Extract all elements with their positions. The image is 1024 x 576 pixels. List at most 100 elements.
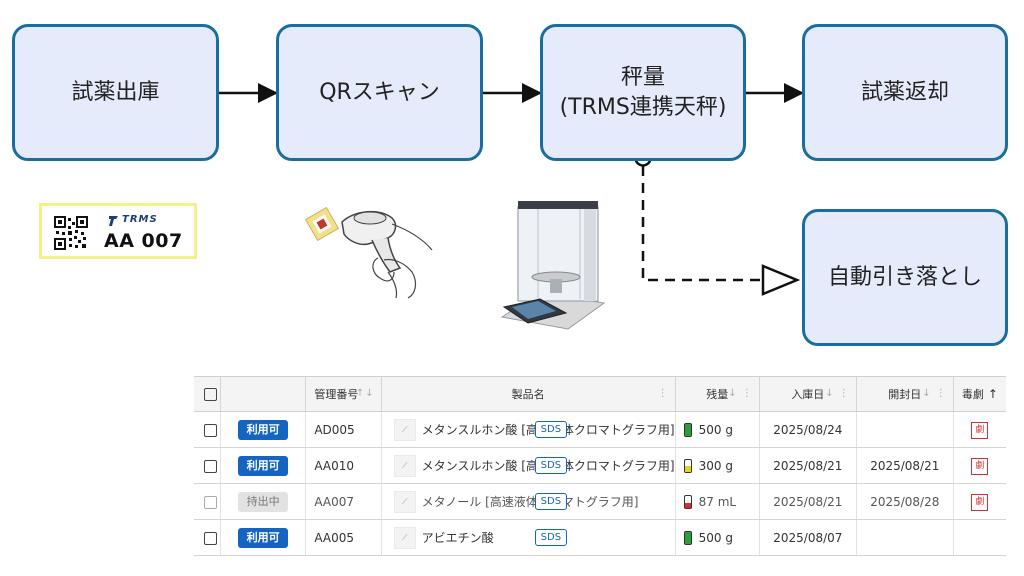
sds-button[interactable]: SDS (534, 457, 568, 474)
remain-cell: 500 g (675, 411, 760, 448)
received-cell: 2025/08/21 (759, 483, 857, 520)
row-select-cell[interactable] (194, 519, 221, 556)
node-auto-deduct-label: 自動引き落とし (827, 264, 982, 290)
level-gauge-icon (683, 458, 692, 473)
opened-cell (856, 519, 954, 556)
node-auto-deduct: 自動引き落とし (802, 209, 1008, 346)
status-cell: 利用可 (220, 411, 307, 448)
sort-icon[interactable]: ↑↓ ⋮ (815, 388, 850, 399)
row-select-cell[interactable] (194, 411, 221, 448)
column-menu-icon[interactable]: ⋮ (657, 388, 669, 399)
structure-thumbnail-icon: ⟋ (393, 454, 416, 477)
poison-cell: 劇 (953, 447, 1006, 484)
table-row[interactable]: 利用可 AD005⟋メタンスルホン酸 [高速液体クロマトグラフ用]SDS 500 g… (194, 411, 1006, 448)
edge-weigh-to-auto (634, 149, 801, 296)
sort-icon[interactable]: ↑↓ ⋮ (912, 388, 947, 399)
qr-label-brand: TRMS (122, 214, 158, 225)
level-gauge-icon (683, 494, 692, 509)
qr-label-code: AA 007 (104, 230, 183, 252)
row-select-cell[interactable] (194, 447, 221, 484)
remain-value: 87 mL (698, 494, 737, 509)
sort-ascending-icon[interactable]: ↑ (987, 387, 998, 401)
poison-badge: 劇 (971, 493, 989, 511)
node-return: 試薬返却 (802, 24, 1008, 161)
header-poison[interactable]: 毒劇↑ (953, 376, 1006, 412)
node-weigh-label-line1: 秤量 (620, 64, 665, 90)
sort-icon[interactable]: ↑↓ ⋮ (718, 388, 753, 399)
poison-cell: 劇 (953, 483, 1006, 520)
opened-cell: 2025/08/28 (856, 483, 954, 520)
select-all-checkbox[interactable] (204, 387, 218, 401)
node-issue: 試薬出庫 (12, 24, 219, 161)
node-weigh: 秤量 (TRMS連携天秤) (540, 24, 746, 161)
trms-logo-icon (109, 216, 118, 226)
remain-value: 500 g (698, 422, 733, 437)
status-badge[interactable]: 利用可 (238, 455, 289, 476)
status-cell: 利用可 (220, 519, 307, 556)
header-select-all[interactable] (194, 376, 221, 412)
product-cell[interactable]: ⟋ メタノール [高速液体クロマトグラフ用]SDS (381, 483, 676, 520)
header-kanri-label: 管理番号 (314, 388, 359, 401)
poison-badge: 劇 (971, 421, 989, 439)
sds-button[interactable]: SDS (534, 421, 568, 438)
structure-thumbnail-icon: ⟋ (393, 490, 416, 513)
remain-cell: 500 g (675, 519, 760, 556)
reagent-table: 管理番号⋮↑↓ 製品名⋮ 残量↑↓ ⋮ 入庫日↑↓ ⋮ 開封日↑↓ ⋮ 毒劇↑ … (194, 376, 1006, 556)
opened-cell: 2025/08/21 (856, 447, 954, 484)
received-cell: 2025/08/07 (759, 519, 857, 556)
barcode-scanner-icon (304, 206, 433, 299)
status-badge[interactable]: 利用可 (238, 527, 289, 548)
header-received[interactable]: 入庫日↑↓ ⋮ (759, 376, 857, 412)
sds-button[interactable]: SDS (534, 493, 568, 510)
node-return-label: 試薬返却 (860, 79, 949, 105)
poison-badge: 劇 (971, 457, 989, 475)
row-checkbox[interactable] (204, 423, 218, 437)
node-issue-label: 試薬出庫 (71, 79, 160, 105)
level-gauge-icon (683, 422, 692, 437)
qr-code-icon (54, 216, 88, 250)
header-remain-label: 残量 (706, 388, 729, 401)
product-name: メタノール [高速液体クロマトグラフ用] (421, 495, 639, 509)
poison-cell: 劇 (953, 411, 1006, 448)
received-cell: 2025/08/24 (759, 411, 857, 448)
header-product-label: 製品名 (511, 388, 545, 401)
row-checkbox[interactable] (204, 495, 218, 509)
node-scan: QRスキャン (276, 24, 483, 161)
header-opened[interactable]: 開封日↑↓ ⋮ (856, 376, 954, 412)
opened-cell (856, 411, 954, 448)
kanri-cell: AD005 (305, 411, 382, 448)
header-kanri[interactable]: 管理番号⋮↑↓ (305, 376, 382, 412)
header-remain[interactable]: 残量↑↓ ⋮ (675, 376, 760, 412)
row-select-cell[interactable] (194, 483, 221, 520)
poison-cell (953, 519, 1006, 556)
kanri-cell: AA005 (305, 519, 382, 556)
header-status (220, 376, 307, 412)
product-cell[interactable]: ⟋メタンスルホン酸 [高速液体クロマトグラフ用]SDS (381, 447, 676, 484)
table-header-row: 管理番号⋮↑↓ 製品名⋮ 残量↑↓ ⋮ 入庫日↑↓ ⋮ 開封日↑↓ ⋮ 毒劇↑ (194, 376, 1006, 412)
remain-value: 300 g (698, 458, 733, 473)
sds-button[interactable]: SDS (534, 529, 568, 546)
header-product[interactable]: 製品名 ⋮ (381, 376, 676, 412)
product-cell[interactable]: ⟋メタンスルホン酸 [高速液体クロマトグラフ用]SDS (381, 411, 676, 448)
remain-cell: 87 mL (675, 483, 760, 520)
analytical-balance-icon (500, 201, 606, 330)
remain-cell: 300 g (675, 447, 760, 484)
remain-value: 500 g (698, 530, 733, 545)
header-received-label: 入庫日 (791, 388, 825, 401)
status-cell: 持出中 (220, 483, 307, 520)
product-name: アビエチン酸 (421, 531, 494, 545)
node-weigh-label-line2: (TRMS連携天秤) (559, 94, 727, 120)
row-checkbox[interactable] (204, 459, 218, 473)
header-opened-label: 開封日 (888, 388, 922, 401)
status-badge[interactable]: 持出中 (238, 491, 289, 512)
node-scan-label: QRスキャン (319, 79, 440, 105)
status-badge[interactable]: 利用可 (238, 419, 289, 440)
sort-icon[interactable]: ⋮↑↓ (344, 388, 375, 399)
status-cell: 利用可 (220, 447, 307, 484)
row-checkbox[interactable] (204, 531, 218, 545)
